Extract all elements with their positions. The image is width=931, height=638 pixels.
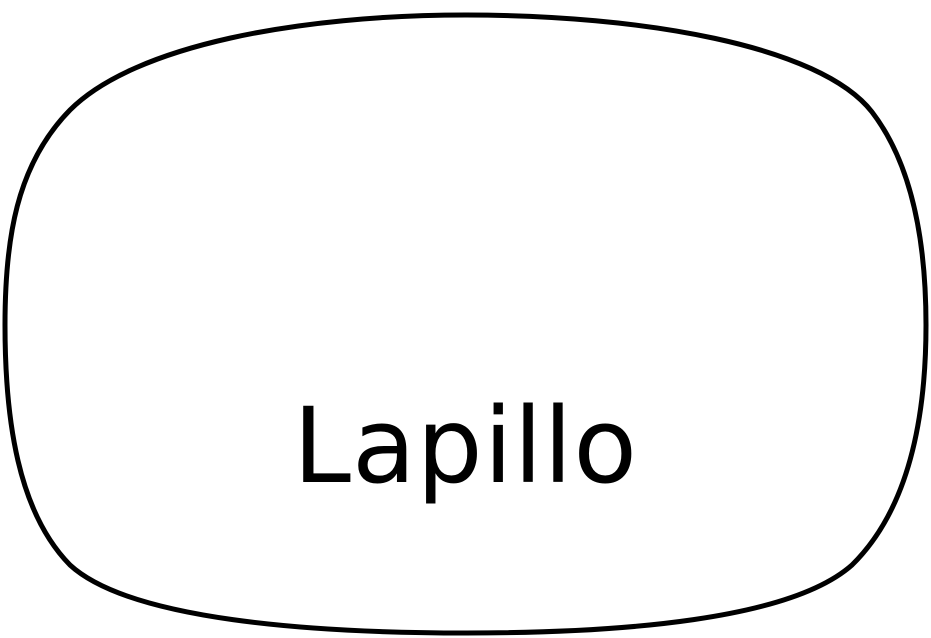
shape-label: Lapillo xyxy=(293,385,638,507)
blob-outline xyxy=(2,12,929,636)
